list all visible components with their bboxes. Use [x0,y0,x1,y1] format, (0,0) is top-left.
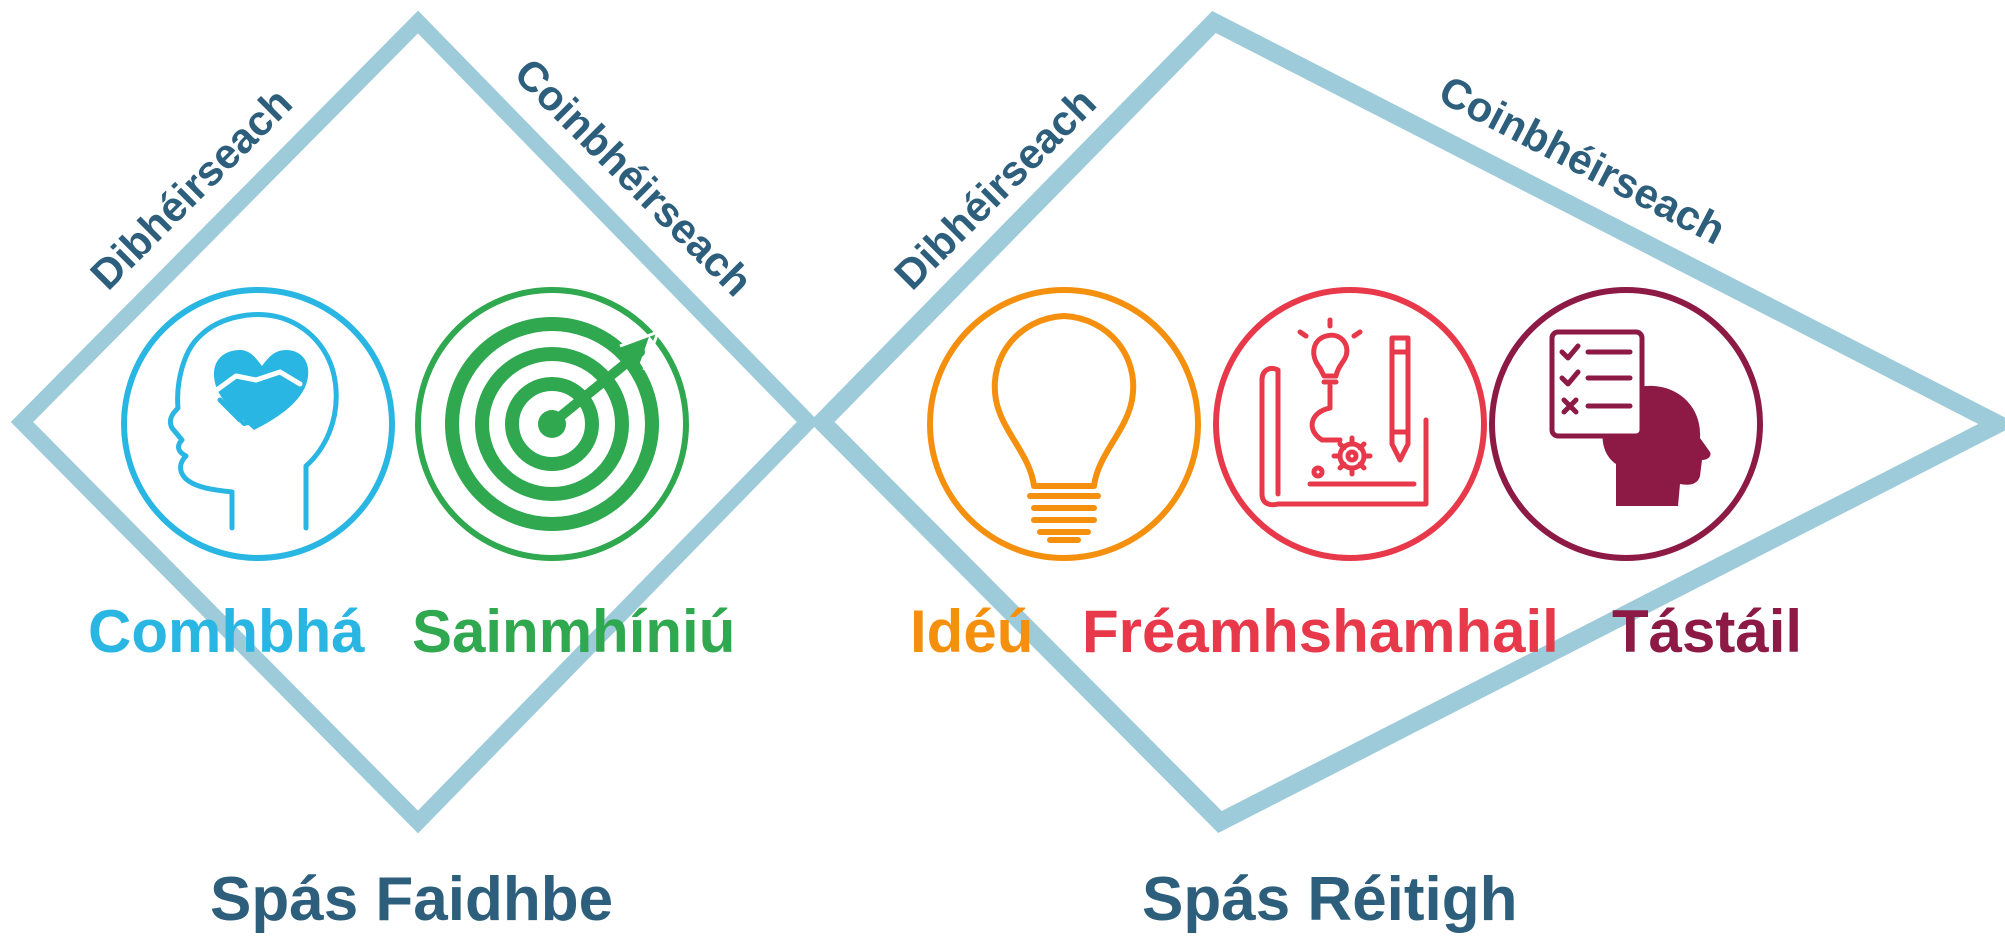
target-arrow-icon [415,287,689,561]
solution-space-label: Spás Réitigh [1142,865,1518,933]
solution-diamond-outline [809,10,2005,834]
stage-label-ideate: Idéú [910,598,1033,665]
empathy-head-heart-icon [121,287,395,561]
stage-label-test: Tástáil [1612,598,1802,665]
problem-space-label: Spás Faidhbe [210,865,613,933]
lightbulb-icon [927,287,1201,561]
prototype-blueprint-icon [1213,287,1487,561]
problem-diamond-outline [10,10,820,834]
problem-converge-label: Coinbhéirseach [506,49,762,305]
problem-diverge-label: Dibhéirseach [81,79,301,299]
stage-label-prototype: Fréamhshamhail [1082,598,1559,665]
solution-diverge-label: Dibhéirseach [885,79,1105,299]
stage-label-define: Sainmhíniú [412,598,735,665]
stage-label-empathize: Comhbhá [88,598,365,665]
test-checklist-head-icon [1489,287,1763,561]
